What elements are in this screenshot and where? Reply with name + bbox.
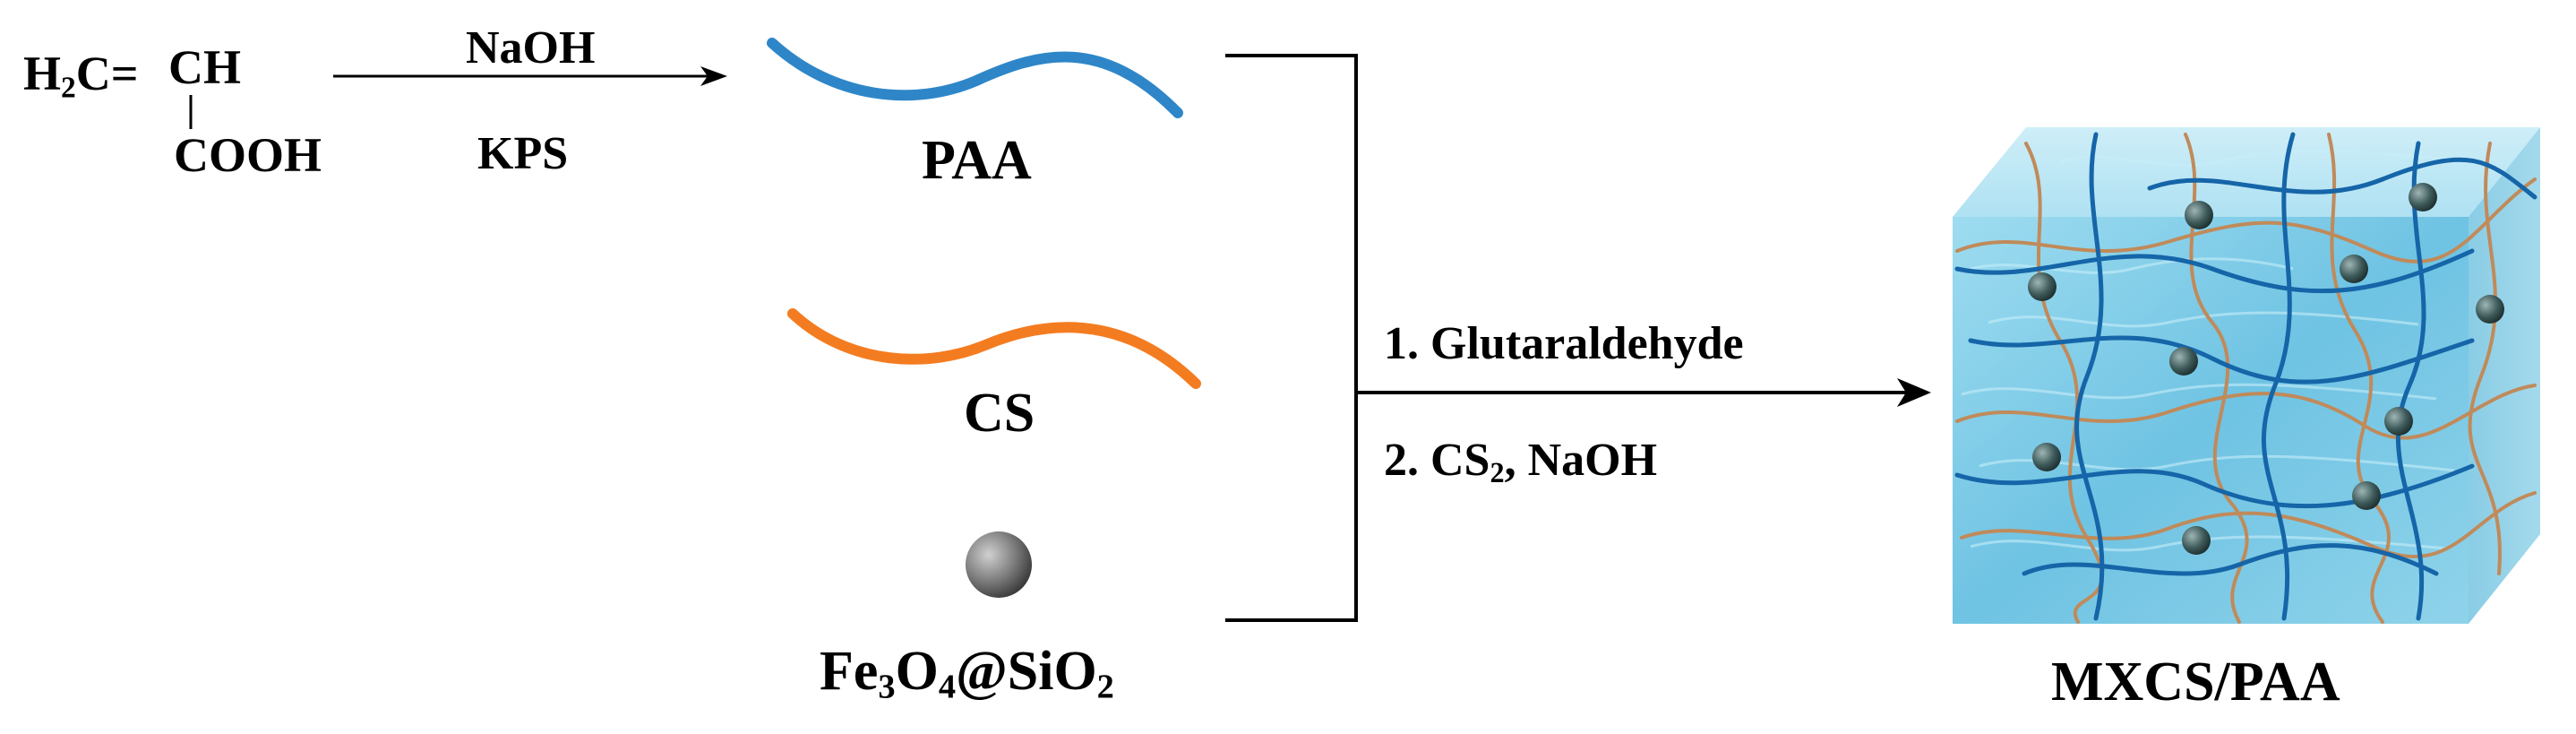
reagent-kps-label: KPS bbox=[477, 128, 569, 179]
embedded-particles bbox=[2028, 183, 2504, 555]
cs-label: CS bbox=[964, 383, 1035, 444]
paa-chain bbox=[767, 38, 1183, 118]
cube-top-face bbox=[1953, 127, 2540, 217]
reagent-naoh-label: NaOH bbox=[466, 22, 596, 73]
reactant-cooh-label: COOH bbox=[174, 128, 322, 182]
condition-step1-label: 1. Glutaraldehyde bbox=[1384, 318, 1744, 369]
nanoparticle-sphere bbox=[966, 531, 1032, 598]
nanoparticle-label: Fe3O4@SiO2 bbox=[820, 641, 1114, 706]
hydrogel-cube bbox=[1953, 127, 2540, 624]
paa-label: PAA bbox=[922, 130, 1032, 191]
bracket bbox=[1225, 54, 1358, 622]
cs-chain bbox=[787, 308, 1201, 389]
reactant-ch2-label: H2C= bbox=[23, 47, 139, 105]
crosslinking-arrow-head bbox=[1897, 378, 1931, 407]
product-label: MXCS/PAA bbox=[2051, 652, 2340, 712]
cs-network bbox=[1955, 133, 2537, 624]
paa-network bbox=[1954, 132, 2537, 621]
cube-side-face bbox=[2469, 127, 2540, 624]
reactant-ch-label: CH bbox=[168, 40, 241, 94]
condition-step2-label: 2. CS2, NaOH bbox=[1384, 435, 1658, 489]
polymerization-arrow-head bbox=[700, 66, 727, 86]
